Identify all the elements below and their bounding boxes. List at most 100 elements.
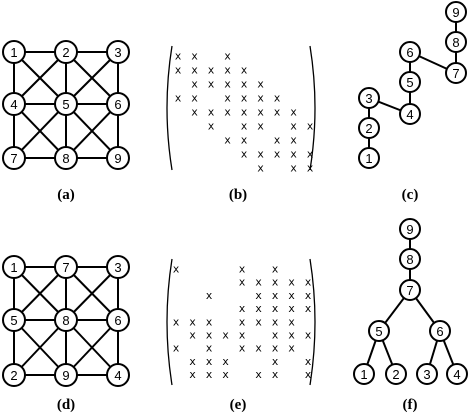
node-label: 9 <box>62 368 69 383</box>
matrix-entry: x <box>224 78 231 91</box>
graph-edge <box>65 319 119 376</box>
graph-node: 4 <box>446 363 468 385</box>
matrix-entry: x <box>206 368 213 381</box>
graph-node: 9 <box>106 146 130 170</box>
matrix-entry: x <box>307 148 314 161</box>
matrix-entry: x <box>307 120 314 133</box>
matrix-entry: x <box>208 106 215 119</box>
matrix-entry: x <box>239 302 246 315</box>
graph-node: 2 <box>54 40 78 64</box>
matrix-entry: x <box>175 92 182 105</box>
matrix-entry: x <box>175 50 182 63</box>
matrix-entry: x <box>288 315 295 328</box>
matrix-entry: x <box>255 302 262 315</box>
matrix-entry: x <box>257 148 264 161</box>
matrix-entry: x <box>241 78 248 91</box>
matrix-entry: x <box>206 329 213 342</box>
node-label: 8 <box>62 313 69 328</box>
matrix-entry: x <box>224 134 231 147</box>
matrix-entry: x <box>255 342 262 355</box>
graph-edge <box>13 51 67 105</box>
caption-e: (e) <box>230 397 247 413</box>
matrix-entry: x <box>191 50 198 63</box>
matrix-entry: x <box>290 162 297 175</box>
matrix-entry: x <box>272 302 279 315</box>
node-label: 4 <box>406 107 413 122</box>
graph-node: 2 <box>358 117 380 139</box>
matrix-entry: x <box>290 120 297 133</box>
node-label: 3 <box>423 367 430 382</box>
node-label: 6 <box>114 97 121 112</box>
node-label: 5 <box>406 75 413 90</box>
matrix-entry: x <box>241 106 248 119</box>
graph-node: 1 <box>358 147 380 169</box>
matrix-entry: x <box>255 289 262 302</box>
matrix-entry: x <box>208 120 215 133</box>
graph-edge <box>13 103 67 159</box>
matrix-entry: x <box>241 64 248 77</box>
matrix-entry: x <box>191 78 198 91</box>
graph-node: 7 <box>399 279 421 301</box>
matrix-entry: x <box>272 263 279 276</box>
matrix-entry: x <box>222 329 229 342</box>
node-label: 5 <box>375 324 382 339</box>
graph-node: 8 <box>54 308 78 332</box>
caption-a: (a) <box>57 187 75 203</box>
node-label: 6 <box>436 324 443 339</box>
matrix-entry: x <box>206 289 213 302</box>
graph-node: 1 <box>2 255 26 279</box>
graph-node: 8 <box>445 31 467 53</box>
graph-node: 4 <box>2 92 26 116</box>
node-label: 7 <box>62 260 69 275</box>
matrix-entry: x <box>206 315 213 328</box>
node-label: 2 <box>62 45 69 60</box>
left-bracket <box>166 258 173 386</box>
matrix-entry: x <box>257 120 264 133</box>
graph-node: 5 <box>2 308 26 332</box>
graph-node: 3 <box>106 255 130 279</box>
node-label: 7 <box>406 283 413 298</box>
node-label: 2 <box>10 368 17 383</box>
caption-f: (f) <box>403 397 418 413</box>
node-label: 6 <box>406 45 413 60</box>
node-label: 4 <box>114 368 121 383</box>
matrix-entry: x <box>274 134 281 147</box>
node-label: 1 <box>10 260 17 275</box>
caption-b: (b) <box>229 187 247 203</box>
matrix-entry: x <box>305 355 312 368</box>
node-label: 1 <box>365 151 372 166</box>
graph-node: 5 <box>399 71 421 93</box>
matrix-entry: x <box>239 329 246 342</box>
node-label: 3 <box>114 260 121 275</box>
matrix-entry: x <box>288 342 295 355</box>
graph-node: 3 <box>106 40 130 64</box>
graph-edge <box>65 51 119 105</box>
matrix-entry: x <box>288 329 295 342</box>
node-label: 3 <box>114 45 121 60</box>
matrix-entry: x <box>241 148 248 161</box>
matrix-entry: x <box>257 162 264 175</box>
graph-node: 6 <box>106 92 130 116</box>
matrix-entry: x <box>290 134 297 147</box>
graph-node: 2 <box>2 363 26 387</box>
node-label: 9 <box>406 222 413 237</box>
matrix-entry: x <box>255 276 262 289</box>
matrix-entry: x <box>206 355 213 368</box>
node-label: 9 <box>452 5 459 20</box>
matrix-entry: x <box>288 276 295 289</box>
matrix-entry: x <box>189 329 196 342</box>
node-label: 1 <box>360 367 367 382</box>
graph-node: 9 <box>445 1 467 23</box>
matrix-entry: x <box>222 355 229 368</box>
matrix-entry: x <box>305 276 312 289</box>
graph-node: 7 <box>54 255 78 279</box>
right-bracket <box>309 45 316 171</box>
graph-edge <box>65 266 119 321</box>
node-label: 2 <box>392 367 399 382</box>
matrix-entry: x <box>222 368 229 381</box>
matrix-entry: x <box>239 315 246 328</box>
matrix-entry: x <box>274 148 281 161</box>
